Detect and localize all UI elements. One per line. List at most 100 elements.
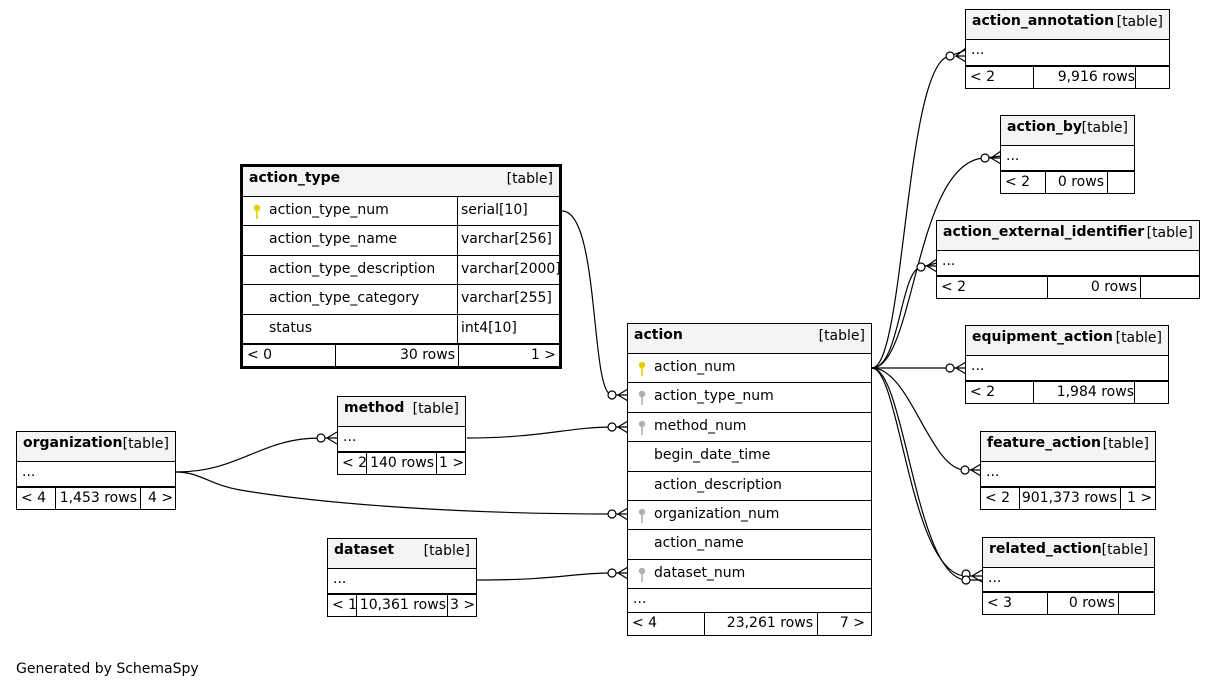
row-count: 0 rows (1090, 279, 1137, 295)
parents-count: < 2 (985, 490, 1011, 506)
parents-count: < 2 (1005, 174, 1031, 190)
edge-action-related-action-1 (871, 367, 982, 577)
table-action[interactable]: action [table] action_num action_type_nu… (627, 323, 872, 637)
divider (140, 488, 141, 510)
table-ellipsis-row: ... (966, 40, 1169, 66)
table-footer: < 4 1,453 rows 4 > (17, 487, 175, 510)
divider (1120, 488, 1121, 510)
table-footer: < 2 0 rows (1001, 171, 1134, 194)
table-footer: < 2 901,373 rows 1 > (981, 487, 1155, 510)
table-method[interactable]: method [table] ... < 2 140 rows 1 > (337, 396, 466, 475)
crows-foot (616, 420, 629, 434)
parents-count: < 0 (247, 346, 273, 363)
table-organization[interactable]: organization [table] ... < 4 1,453 rows … (16, 431, 176, 510)
parents-count: < 4 (21, 490, 47, 506)
ellipsis: ... (971, 42, 985, 58)
table-header: related_action [table] (983, 538, 1154, 568)
column-row[interactable]: action_name (628, 530, 871, 560)
divider (457, 226, 458, 255)
row-count: 1,984 rows (1056, 384, 1134, 400)
divider (1045, 172, 1046, 194)
column-row[interactable]: action_num (628, 354, 871, 384)
column-row[interactable]: action_type_name varchar[256] (243, 226, 559, 256)
children-count: 1 > (439, 455, 465, 471)
foreign-key-icon (638, 391, 646, 406)
table-footer: < 2 140 rows 1 > (338, 452, 465, 475)
divider (366, 453, 367, 475)
row-count: 0 rows (1057, 174, 1104, 190)
column-name: action_description (654, 476, 782, 493)
column-row[interactable]: action_type_description varchar[2000] (243, 255, 561, 286)
table-related-action[interactable]: related_action [table] ... < 3 0 rows (982, 537, 1155, 615)
table-header: dataset [table] (328, 539, 476, 569)
divider (1019, 488, 1020, 510)
edge-end-circle (960, 465, 970, 475)
crows-foot (616, 566, 629, 580)
edge-method-action (466, 426, 628, 439)
row-count: 0 rows (1068, 595, 1115, 611)
edge-end-circle (316, 433, 326, 443)
table-header: action_annotation [table] (966, 10, 1169, 40)
column-type: varchar[2000] (461, 260, 561, 277)
edge-end-circle (961, 575, 971, 585)
table-ellipsis-row: ... (981, 462, 1155, 487)
table-ellipsis-row: ... (17, 462, 175, 487)
children-count: 4 > (148, 490, 174, 506)
parents-count: < 2 (342, 455, 368, 471)
divider (1107, 172, 1108, 194)
divider (1047, 277, 1048, 299)
table-name: method (344, 400, 405, 416)
column-row[interactable]: dataset_num (628, 560, 871, 590)
table-ellipsis-row: ... (338, 427, 465, 452)
column-row[interactable]: method_num (628, 413, 871, 443)
table-header: organization [table] (17, 432, 175, 462)
table-dataset[interactable]: dataset [table] ... < 1 10,361 rows 3 > (327, 538, 477, 617)
edge-end-circle (607, 422, 617, 432)
divider (704, 613, 705, 637)
column-row[interactable]: action_type_num serial[10] (243, 197, 559, 227)
crows-foot (325, 431, 338, 445)
table-action-annotation[interactable]: action_annotation [table] ... < 2 9,916 … (965, 9, 1170, 89)
ellipsis: ... (633, 591, 647, 608)
crows-foot (925, 258, 938, 273)
table-name: action (634, 327, 683, 343)
table-ellipsis-row: ... (1001, 146, 1134, 171)
row-count: 140 rows (370, 455, 434, 471)
parents-count: < 2 (970, 384, 996, 400)
parents-count: < 4 (632, 615, 658, 632)
children-count: 1 > (530, 346, 556, 363)
foreign-key-icon (638, 420, 646, 435)
table-footer: < 1 10,361 rows 3 > (328, 594, 476, 617)
edge-end-circle (945, 51, 955, 61)
table-action-type[interactable]: action_type [table] action_type_num seri… (240, 164, 562, 369)
divider (458, 344, 459, 367)
row-count: 9,916 rows (1057, 69, 1135, 85)
table-action-by[interactable]: action_by [table] ... < 2 0 rows (1000, 115, 1135, 194)
column-row[interactable]: status int4[10] (243, 314, 559, 344)
table-type: [table] (1115, 330, 1162, 346)
crows-foot (954, 47, 967, 63)
edge-action-related-action-2 (871, 367, 982, 581)
column-row[interactable]: action_type_category varchar[255] (243, 285, 559, 315)
table-feature-action[interactable]: feature_action [table] ... < 2 901,373 r… (980, 431, 1156, 510)
table-footer: < 4 23,261 rows 7 > (628, 613, 871, 637)
column-row[interactable]: organization_num (628, 501, 871, 531)
table-type: [table] (412, 401, 459, 417)
column-row[interactable]: action_type_num (628, 383, 871, 413)
table-equipment-action[interactable]: equipment_action [table] ... < 2 1,984 r… (965, 325, 1169, 404)
ellipsis: ... (971, 358, 985, 374)
edge-organization-action (175, 471, 628, 515)
children-count: 3 > (450, 597, 476, 613)
divider (457, 314, 458, 343)
ellipsis: ... (1006, 148, 1020, 164)
divider (447, 595, 448, 617)
table-action-external-identifier[interactable]: action_external_identifier [table] ... <… (936, 220, 1200, 299)
column-row[interactable]: action_description (628, 472, 871, 501)
row-count: 30 rows (399, 346, 455, 363)
children-count: 7 > (839, 615, 865, 632)
column-name: method_num (654, 417, 747, 434)
table-name: related_action (989, 541, 1102, 557)
column-row[interactable]: begin_date_time (628, 442, 871, 472)
ellipsis: ... (986, 464, 1000, 480)
foreign-key-icon (638, 508, 646, 523)
